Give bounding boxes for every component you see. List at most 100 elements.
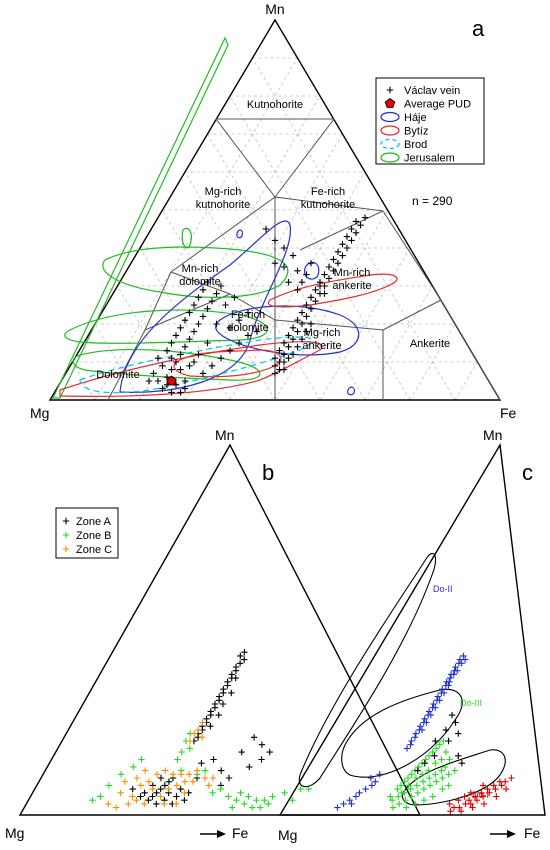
panel-c-label: c (522, 460, 533, 485)
data-point (165, 778, 173, 785)
data-point (195, 320, 202, 328)
data-point (159, 362, 166, 369)
data-point (298, 336, 306, 343)
field-boundary (215, 118, 276, 198)
data-point (303, 313, 310, 320)
data-point (432, 771, 439, 778)
grid-line (94, 323, 141, 401)
data-point (411, 800, 419, 808)
data-point (185, 771, 193, 778)
group-envelope (341, 688, 463, 778)
legend-swatch (384, 98, 396, 108)
data-point (190, 358, 198, 366)
data-point (208, 362, 216, 369)
data-point (271, 362, 279, 369)
data-point (225, 774, 233, 782)
data-point (408, 793, 415, 800)
data-point (226, 324, 234, 331)
data-point (294, 267, 301, 274)
data-point (473, 797, 481, 804)
panel-b-vertex-right: Fe (232, 825, 249, 841)
legend-label: Zone A (76, 516, 112, 528)
data-point (262, 225, 270, 233)
panel-b-arrow (200, 830, 226, 838)
data-point (168, 355, 175, 362)
data-point (426, 782, 434, 789)
data-point (228, 689, 235, 697)
data-point (281, 789, 288, 796)
data-point (237, 652, 244, 660)
data-point (316, 282, 324, 290)
data-point (452, 719, 459, 726)
data-point (361, 214, 369, 221)
data-point (241, 649, 248, 656)
data-point (484, 785, 491, 793)
data-point (445, 771, 452, 778)
grid-line (274, 209, 388, 401)
data-point (478, 789, 485, 796)
data-point (307, 260, 315, 267)
data-point (334, 248, 342, 255)
data-point (429, 793, 436, 800)
data-point (226, 347, 234, 354)
data-point (307, 294, 315, 301)
data-point (423, 719, 430, 726)
data-point (117, 771, 125, 778)
data-point (235, 317, 243, 324)
data-point (411, 734, 419, 741)
data-point (217, 785, 224, 793)
data-point (258, 741, 266, 748)
data-point (348, 225, 355, 233)
data-point (153, 789, 160, 796)
legend-label: Zone C (76, 544, 112, 556)
data-point (289, 336, 297, 343)
data-point (204, 279, 211, 286)
panel-c-points (334, 652, 515, 815)
data-point (426, 774, 433, 782)
data-point (249, 804, 256, 811)
data-point (413, 782, 421, 789)
data-point (181, 797, 188, 804)
panel-a-vertex-left: Mg (30, 405, 49, 421)
data-point (346, 797, 353, 804)
data-point (280, 263, 288, 271)
outline-hje (119, 220, 292, 393)
outline-bytz (173, 349, 282, 378)
data-point (209, 774, 217, 782)
field-label: Dolomite (96, 369, 139, 381)
data-point (407, 741, 414, 748)
data-point (186, 336, 193, 343)
data-point (454, 667, 461, 674)
data-point (412, 730, 420, 737)
legend-label: Brod (404, 139, 427, 151)
data-point (440, 689, 448, 697)
data-point (199, 286, 207, 293)
data-point (129, 793, 136, 800)
data-point (177, 389, 184, 396)
data-point (442, 748, 450, 756)
data-point (340, 800, 347, 808)
legend-item: Zone B (62, 530, 111, 542)
data-point (442, 726, 450, 734)
data-point (298, 320, 306, 328)
data-point (388, 797, 396, 804)
data-point (432, 704, 439, 711)
data-point (258, 756, 265, 763)
data-point (447, 808, 454, 815)
data-point (402, 797, 409, 804)
data-point (455, 797, 462, 804)
legend-swatch (380, 138, 400, 150)
panel-a-annotation: n = 290 (412, 194, 453, 208)
field-boundary (170, 196, 276, 273)
data-point (276, 347, 283, 354)
data-point (486, 789, 493, 796)
data-point (141, 789, 148, 796)
data-point (163, 347, 171, 354)
panel-c-vertex-top: Mn (483, 427, 502, 443)
data-point (294, 328, 301, 335)
data-point (412, 774, 420, 782)
data-point (130, 763, 137, 771)
data-point (457, 808, 465, 815)
